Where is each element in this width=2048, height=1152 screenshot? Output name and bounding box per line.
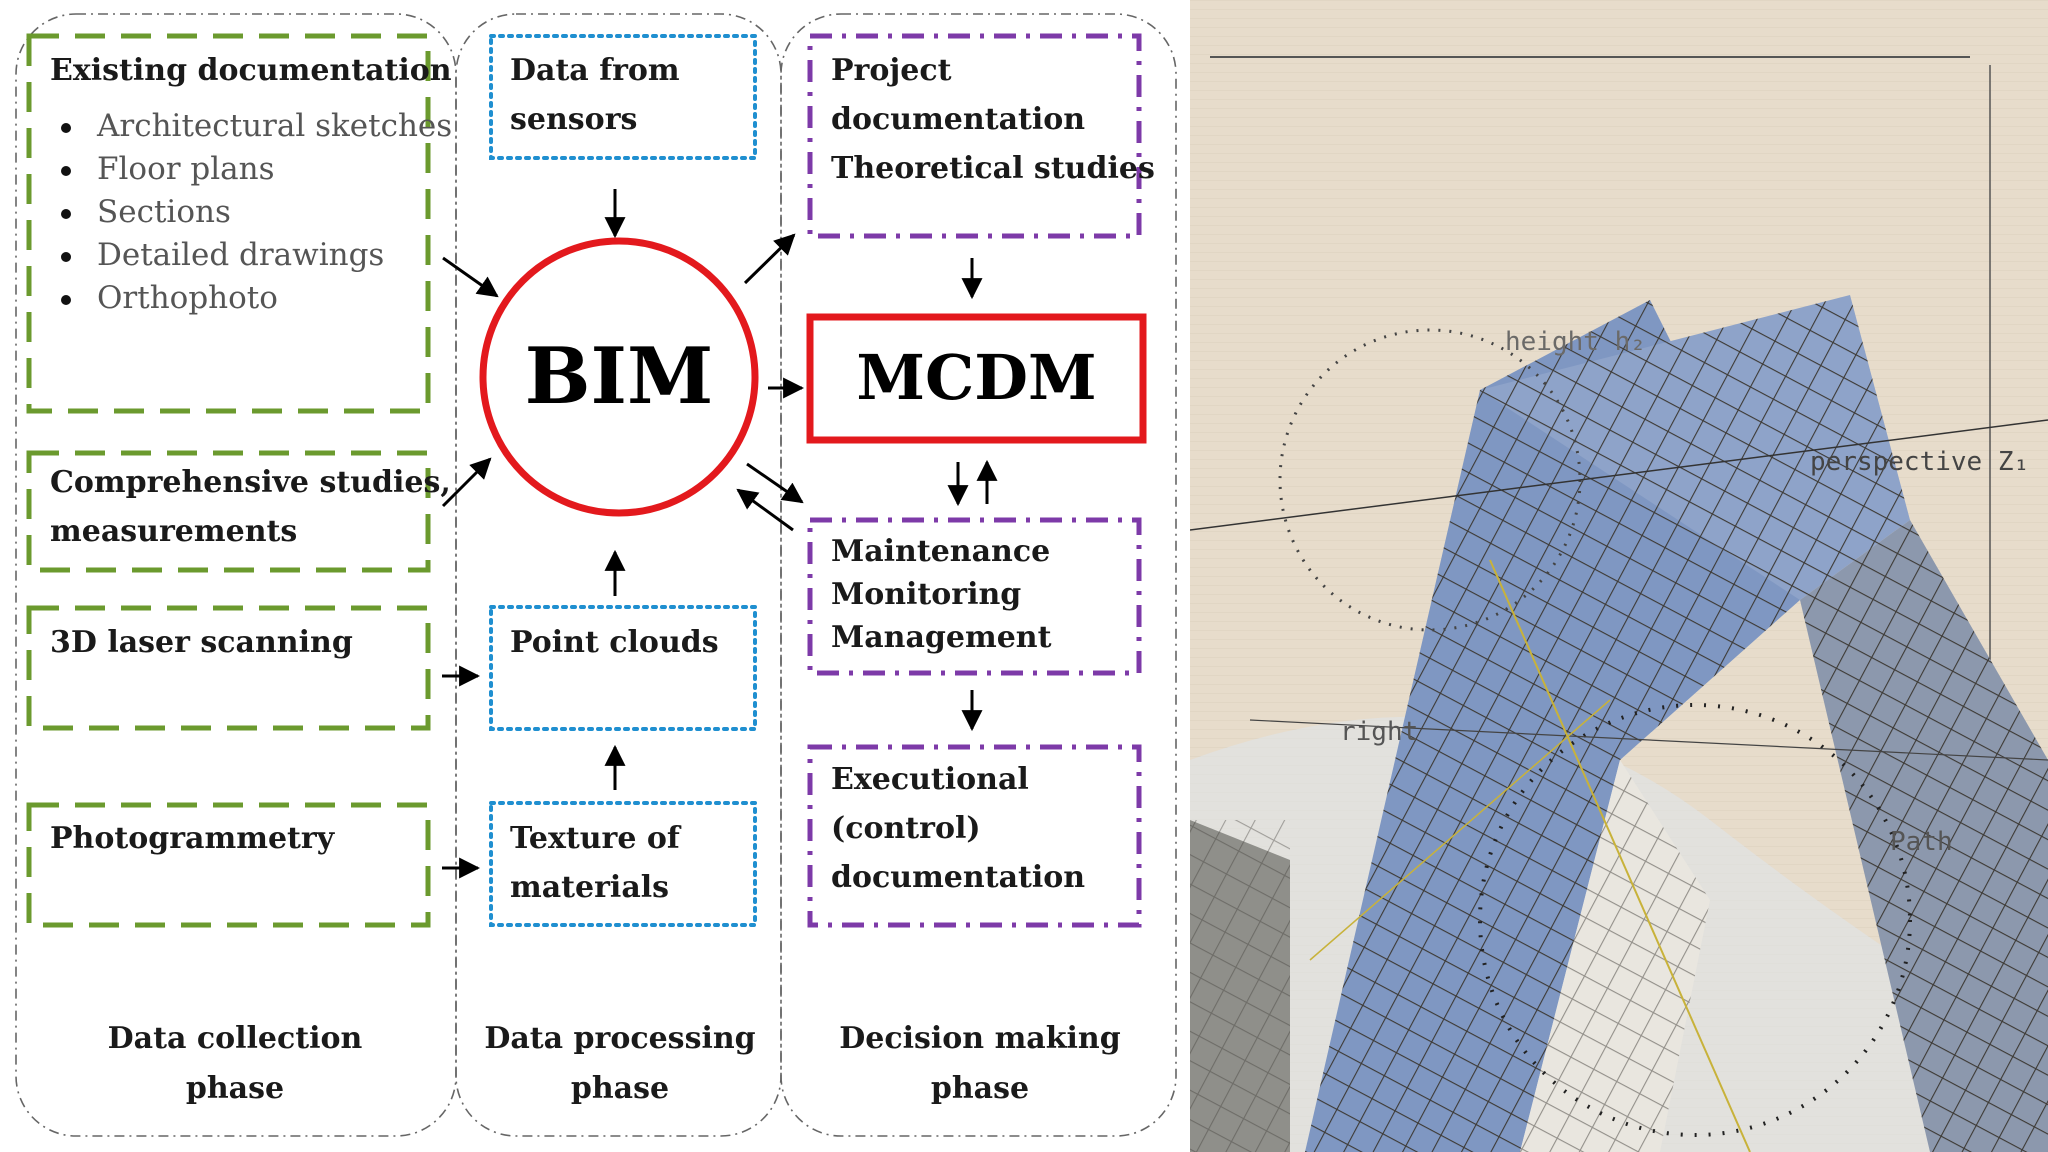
bim-label: BIM xyxy=(524,331,714,422)
project-documentation-label: Project documentation Theoretical studie… xyxy=(831,46,1155,193)
phase-line1: Data processing xyxy=(484,1021,756,1056)
point-clouds-box xyxy=(489,605,757,731)
list-item: Floor plans xyxy=(50,148,452,191)
executional-line1: Executional xyxy=(831,762,1029,797)
bim-circle xyxy=(479,237,759,517)
texture-line1: Texture of xyxy=(510,821,680,856)
executional-line3: documentation xyxy=(831,860,1086,895)
lane-decision-making xyxy=(780,13,1177,1137)
bim-process-diagram xyxy=(15,13,1177,1137)
architectural-sketch-image: height h₂ perspective Z₁ right Path xyxy=(1190,0,2048,1152)
sketch-annotation-path: Path xyxy=(1890,827,1953,857)
texture-line2: materials xyxy=(510,870,670,905)
existing-documentation-title: Existing documentation xyxy=(50,53,452,88)
data-from-sensors-box xyxy=(489,34,757,160)
maintenance-line2: Monitoring xyxy=(831,577,1022,612)
project-documentation-line3: Theoretical studies xyxy=(831,151,1155,186)
comprehensive-studies-line1: Comprehensive studies, xyxy=(50,465,451,500)
maintenance-label: Maintenance Monitoring Management xyxy=(831,530,1051,659)
list-item: Sections xyxy=(50,191,452,234)
sketch-annotation-right: right xyxy=(1340,717,1418,747)
data-from-sensors-label: Data from sensors xyxy=(510,46,680,144)
maintenance-line3: Management xyxy=(831,620,1052,655)
lane-data-collection xyxy=(15,13,457,1137)
phase-line2: phase xyxy=(570,1071,670,1106)
laser-scanning-label: 3D laser scanning xyxy=(50,625,353,660)
maintenance-box xyxy=(807,517,1142,676)
arrow-existing-to-bim xyxy=(442,256,499,298)
project-documentation-box xyxy=(807,33,1142,239)
phase-line2: phase xyxy=(930,1071,1030,1106)
arrow-maintenance-to-bim xyxy=(736,488,794,532)
project-documentation-line2: documentation xyxy=(831,102,1086,137)
texture-of-materials-box xyxy=(489,801,757,927)
project-documentation-line1: Project xyxy=(831,53,952,88)
texture-of-materials-label: Texture of materials xyxy=(510,814,680,912)
mcdm-label: MCDM xyxy=(856,341,1097,414)
mcdm-box xyxy=(806,313,1147,444)
phase-line1: Decision making xyxy=(839,1021,1121,1056)
arrow-bim-to-project-documentation xyxy=(743,233,796,285)
comprehensive-studies-line2: measurements xyxy=(50,514,298,549)
photogrammetry-box xyxy=(26,802,431,928)
list-item: Architectural sketches xyxy=(50,105,452,148)
data-collection-phase-label: Data collection phase xyxy=(90,1014,380,1114)
lane-data-processing xyxy=(455,13,782,1137)
maintenance-line1: Maintenance xyxy=(831,534,1051,569)
existing-documentation-box xyxy=(26,33,431,414)
data-processing-phase-label: Data processing phase xyxy=(475,1014,765,1114)
list-item: Orthophoto xyxy=(50,277,452,320)
arrow-bim-to-maintenance xyxy=(746,462,804,504)
photogrammetry-label: Photogrammetry xyxy=(50,821,335,856)
phase-line2: phase xyxy=(185,1071,285,1106)
data-from-sensors-line1: Data from xyxy=(510,53,680,88)
executional-documentation-label: Executional (control) documentation xyxy=(831,755,1085,902)
phase-line1: Data collection xyxy=(107,1021,363,1056)
comprehensive-studies-label: Comprehensive studies, measurements xyxy=(50,458,451,556)
arrow-studies-to-bim xyxy=(441,457,492,508)
sketch-annotation-perspective: perspective Z₁ xyxy=(1810,447,2029,477)
decision-making-phase-label: Decision making phase xyxy=(830,1014,1130,1114)
executional-documentation-box xyxy=(807,744,1142,928)
laser-scanning-box xyxy=(26,605,431,731)
list-item: Detailed drawings xyxy=(50,234,452,277)
existing-documentation-list: Architectural sketches Floor plans Secti… xyxy=(50,105,452,320)
executional-line2: (control) xyxy=(831,811,981,846)
sketch-annotation-height: height h₂ xyxy=(1505,327,1646,357)
comprehensive-studies-box xyxy=(26,450,431,573)
data-from-sensors-line2: sensors xyxy=(510,102,638,137)
point-clouds-label: Point clouds xyxy=(510,625,719,660)
